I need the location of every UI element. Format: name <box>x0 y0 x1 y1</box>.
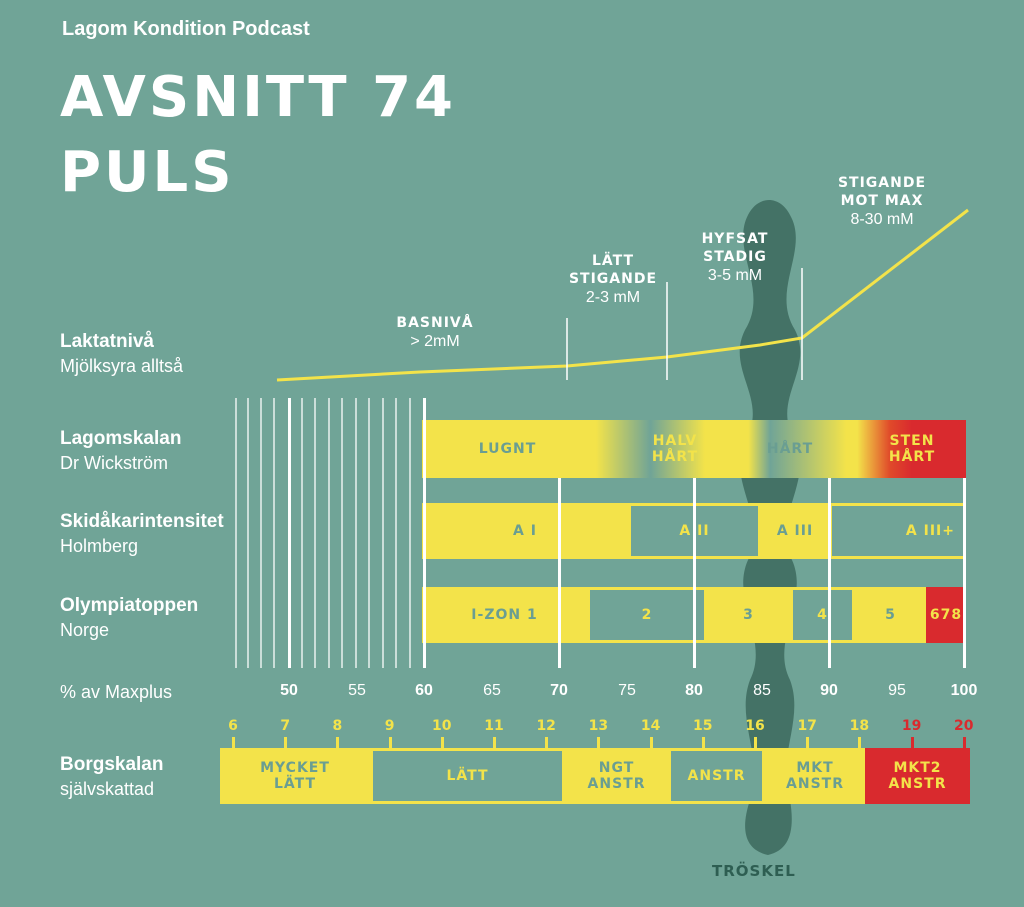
row-label-lagom: Lagomskalan Dr Wickström <box>60 427 181 475</box>
borg-number: 20 <box>954 718 974 734</box>
borg-number: 11 <box>484 718 504 734</box>
lactate-label-latt-stigande: LÄTT STIGANDE 2-3 mM <box>568 253 658 307</box>
borg-tick <box>858 737 862 749</box>
borg-tick <box>440 737 444 749</box>
axis-num-55: 55 <box>348 682 366 699</box>
axis-num-85: 85 <box>753 682 771 699</box>
borg-tick <box>701 737 705 749</box>
axis-num-70: 70 <box>550 682 568 699</box>
borg-number: 8 <box>332 718 343 734</box>
borg-number: 19 <box>901 718 922 734</box>
skid-zone-a3: A III <box>761 503 829 559</box>
threshold-label: TRÖSKEL <box>712 862 796 880</box>
lactate-label-stigande-mot-max: STIGANDE MOT MAX 8-30 mM <box>837 175 927 229</box>
olymp-zone-3: 3 <box>707 587 790 643</box>
borg-tick <box>597 737 601 749</box>
axis-num-75: 75 <box>618 682 636 699</box>
olymp-zone-5: 5 <box>855 587 926 643</box>
borg-number: 10 <box>432 718 452 734</box>
borg-number: 12 <box>536 718 556 734</box>
borg-tick <box>388 737 392 749</box>
borg-number: 9 <box>384 718 395 734</box>
borg-tick <box>284 737 288 749</box>
row-subtitle: Mjölksyra alltså <box>60 355 184 376</box>
borg-tick <box>806 737 810 749</box>
borg-tick <box>232 737 235 749</box>
row-title: Laktatnivå <box>60 331 154 352</box>
lactate-label-hyfsat-stadig: HYFSAT STADIG 3-5 mM <box>701 231 769 285</box>
axis-num-60: 60 <box>415 682 433 699</box>
row-title: Lagomskalan <box>60 428 182 449</box>
row-subtitle: Norge <box>60 619 110 640</box>
lagom-zone-lugnt: LUGNT <box>478 440 537 457</box>
borg-number: 18 <box>849 718 870 734</box>
olymp-zone-1: I-ZON 1 <box>422 587 587 643</box>
axis-num-100: 100 <box>950 682 978 699</box>
row-label-skid: Skidåkarintensitet Holmberg <box>60 510 224 558</box>
axis-tick-70 <box>558 478 561 668</box>
axis-label: % av Maxplus <box>60 682 173 702</box>
row-title: Olympiatoppen <box>60 595 199 616</box>
borg-number: 13 <box>588 718 609 734</box>
olymp-zone-4: 4 <box>790 587 855 643</box>
axis-tick-90 <box>828 478 831 668</box>
episode-title: AVSNITT 74 <box>60 65 457 130</box>
borg-number: 6 <box>228 718 238 734</box>
row-subtitle: Dr Wickström <box>60 452 168 473</box>
lagom-zone-hart: HÅRT <box>766 440 814 457</box>
skid-zone-a3-plus: A III+ <box>829 503 966 559</box>
lactate-dividers <box>566 268 803 380</box>
borg-tick <box>545 737 549 749</box>
axis-tick-50 <box>288 398 291 668</box>
borg-tick <box>493 737 496 749</box>
row-title: Borgskalan <box>60 754 164 775</box>
topic-title: PULS <box>60 140 235 205</box>
skid-zone-a1: A I <box>422 503 628 559</box>
row-subtitle: Holmberg <box>60 535 139 556</box>
borg-number: 17 <box>797 718 817 734</box>
olymp-zone-678: 678 <box>926 587 966 643</box>
borg-number: 16 <box>745 718 765 734</box>
row-label-olymp: Olympiatoppen Norge <box>60 594 198 642</box>
borg-zone-latt: LÄTT <box>370 748 565 804</box>
axis-tick-80 <box>693 478 696 668</box>
lagom-scale-bar <box>422 420 966 478</box>
borg-tick <box>649 737 653 749</box>
axis-num-95: 95 <box>888 682 906 699</box>
borg-tick <box>336 737 340 749</box>
axis-num-90: 90 <box>820 682 838 699</box>
row-title: Skidåkarintensitet <box>60 511 224 532</box>
intensity-grid-lines <box>235 398 411 668</box>
borg-zone-anstr: ANSTR <box>668 748 765 804</box>
olymp-zone-2: 2 <box>587 587 707 643</box>
brand-name: Lagom Kondition Podcast <box>62 18 310 40</box>
borg-number: 15 <box>693 718 713 734</box>
row-label-laktat: Laktatnivå Mjölksyra alltså <box>60 330 183 378</box>
lactate-label-basniva: BASNIVÅ > 2mM <box>396 315 474 351</box>
row-label-borg: Borgskalan självskattad <box>60 753 163 801</box>
borg-number: 7 <box>280 718 291 734</box>
axis-tick-60 <box>423 398 426 668</box>
row-subtitle: självskattad <box>60 778 155 799</box>
borg-tick <box>910 737 914 749</box>
axis-num-50: 50 <box>280 682 298 699</box>
axis-num-65: 65 <box>483 682 501 699</box>
borg-number: 14 <box>640 718 661 734</box>
axis-num-80: 80 <box>685 682 703 699</box>
borg-tick <box>962 737 966 749</box>
borg-tick <box>754 737 757 749</box>
axis-tick-100 <box>963 478 966 668</box>
